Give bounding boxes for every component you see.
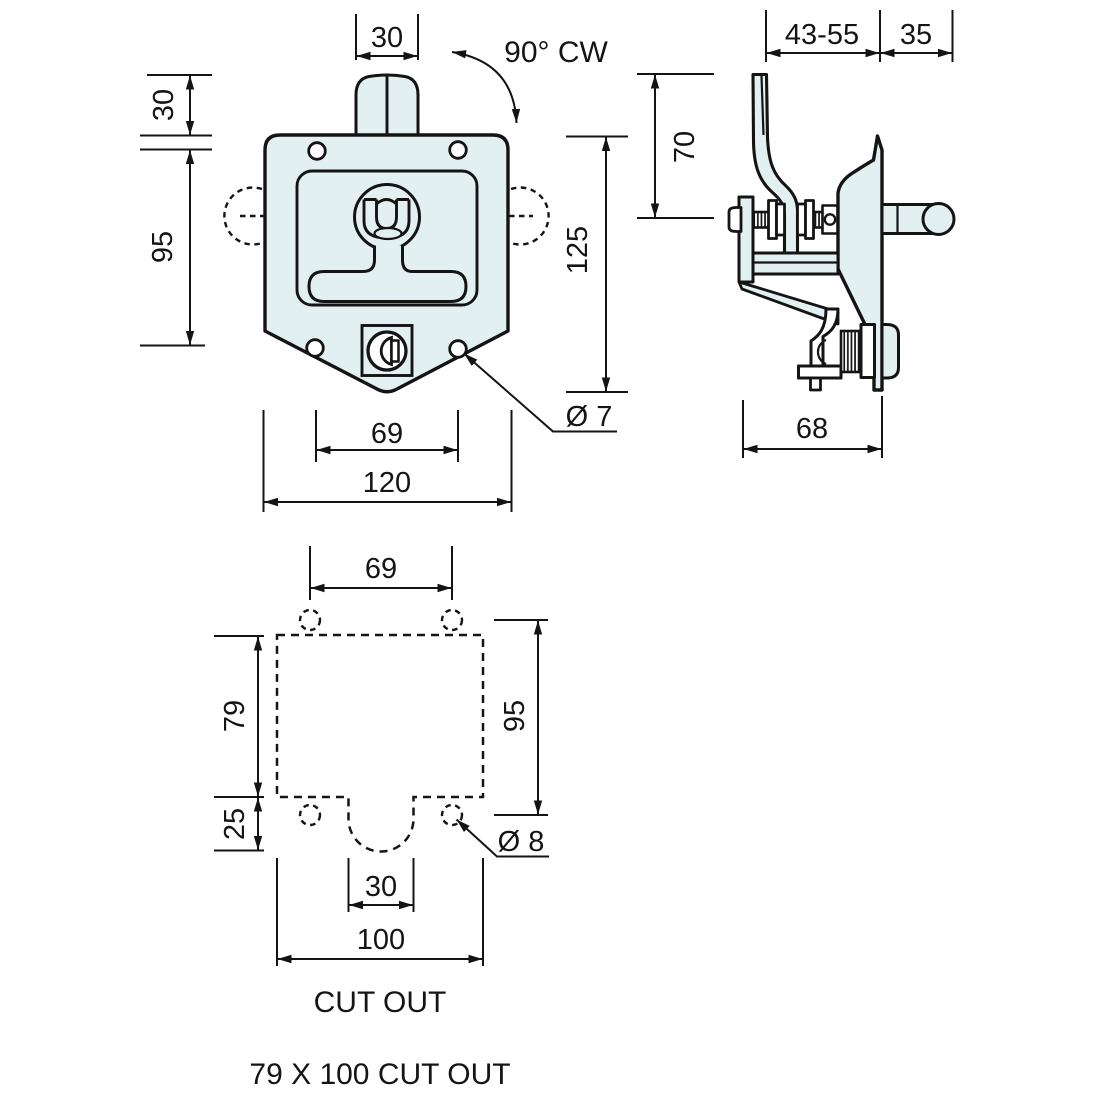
cutout-dim-label-notch-depth: 25 <box>219 808 251 840</box>
lock-bezel <box>880 323 900 380</box>
cutout-hole-top-left <box>298 608 322 632</box>
t-handle-bar <box>307 245 468 303</box>
handle-shaft <box>880 202 956 236</box>
cutout-hole-top-right <box>440 608 464 632</box>
cutout-dim-height: 79 <box>214 635 264 798</box>
dim-overall-height: 125 <box>562 135 628 393</box>
cutout-view: 69 95 79 25 30 100 <box>214 546 549 1019</box>
hidden-wing-left <box>223 186 264 246</box>
dim-hole-span-vertical: 95 <box>140 148 212 347</box>
dim-label-handle-protrusion: 35 <box>900 19 932 51</box>
pivot-washers <box>767 199 815 240</box>
hidden-wing-right <box>509 186 550 246</box>
dim-label-hole-span-vertical: 95 <box>147 231 179 263</box>
dim-label-grip-clearance: 43-55 <box>785 19 859 51</box>
dim-overall-width: 120 <box>262 410 513 512</box>
lock-cylinder-side <box>839 323 900 380</box>
t-handle-grip <box>362 198 411 241</box>
mounting-hole-top-left <box>307 141 327 161</box>
mounting-hole-top-right <box>448 140 468 160</box>
drawing-caption: 79 X 100 CUT OUT <box>249 1058 510 1091</box>
dim-label-hole-span-horizontal: 69 <box>371 418 403 450</box>
dim-stem-height: 30 <box>140 74 212 137</box>
callout-label-hole-front: Ø 7 <box>566 401 613 433</box>
dim-label-body-depth: 68 <box>796 413 828 445</box>
dim-label-overall-width: 120 <box>363 467 411 499</box>
latch-stem <box>354 73 420 138</box>
lock-strap <box>797 307 843 392</box>
rotation-arc-arrow <box>451 50 521 124</box>
cutout-dim-hole-span-vertical: 95 <box>494 619 548 816</box>
cutout-dim-label-hole-span-vertical: 95 <box>499 700 531 732</box>
cutout-dim-notch-width: 30 <box>347 858 415 912</box>
lock-cylinder <box>360 324 414 377</box>
callout-hole-diameter-front: Ø 7 <box>463 352 617 433</box>
rotation-annotation: 90° CW <box>451 36 609 124</box>
t-handle <box>307 183 468 303</box>
side-view: 43-55 35 70 68 <box>637 10 956 458</box>
cutout-dim-label-height: 79 <box>219 700 251 732</box>
cutout-dim-label-hole-span-horizontal: 69 <box>365 553 397 585</box>
handle-blade <box>751 72 800 255</box>
cutout-outline <box>275 633 485 853</box>
dim-label-stem-width: 30 <box>371 22 403 54</box>
cutout-dim-label-notch-width: 30 <box>365 871 397 903</box>
keyway <box>379 335 393 367</box>
dim-label-stem-height: 30 <box>148 89 180 121</box>
dim-stem-width: 30 <box>355 14 419 61</box>
dim-grip-clearance: 43-55 <box>765 10 881 62</box>
callout-hole-diameter-cutout: Ø 8 <box>455 818 549 858</box>
mounting-hole-bottom-right <box>448 339 468 359</box>
cutout-dim-hole-span-horizontal: 69 <box>309 546 453 600</box>
dim-handle-protrusion: 35 <box>880 10 954 62</box>
cutout-hole-bottom-left <box>298 803 322 827</box>
recessed-pan <box>295 169 479 307</box>
dim-hole-span-horizontal: 69 <box>315 410 459 462</box>
dim-handle-height: 70 <box>637 73 714 219</box>
cutout-dim-notch-depth: 25 <box>214 797 264 852</box>
pivot-bolt <box>727 204 839 235</box>
cutout-hole-bottom-right <box>440 803 464 827</box>
front-view: 30 90° CW 30 95 125 69 <box>140 14 628 512</box>
cutout-dim-width: 100 <box>276 858 484 966</box>
mounting-hole-bottom-left <box>305 338 325 358</box>
dim-label-overall-height: 125 <box>562 226 594 274</box>
cutout-dim-label-width: 100 <box>357 924 405 956</box>
pivot-bracket <box>737 195 840 326</box>
dim-body-depth: 68 <box>742 396 883 458</box>
rotation-label: 90° CW <box>504 36 608 69</box>
dim-label-handle-height: 70 <box>669 131 701 163</box>
cutout-view-label: CUT OUT <box>314 986 447 1019</box>
callout-label-hole-cutout: Ø 8 <box>498 826 545 858</box>
